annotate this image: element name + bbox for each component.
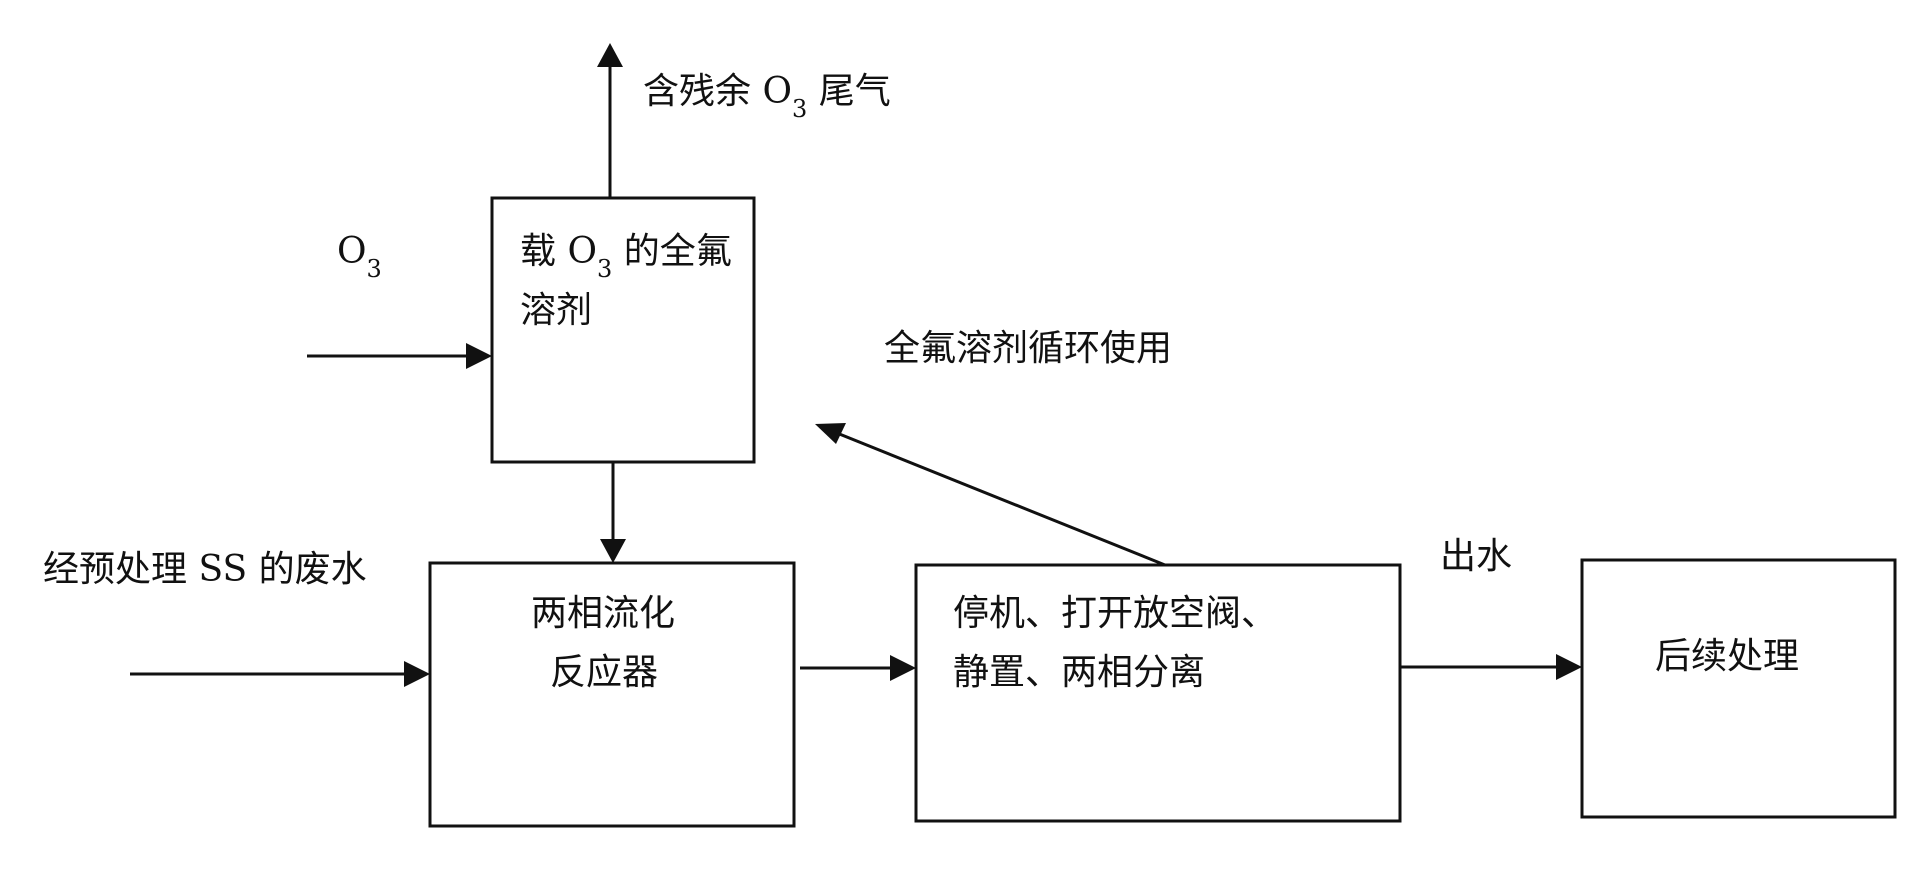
- ozone-solvent-box-line-2: 溶剂: [520, 290, 592, 331]
- ozone-input-label: O3: [337, 231, 382, 283]
- shutdown-separation-box: [914, 563, 1402, 823]
- separation-box-line-2: 静置、两相分离: [953, 652, 1205, 693]
- ozone-solvent-box-line-1: 载 O3 的全氟: [520, 231, 732, 283]
- reactor-box-line-2: 反应器: [550, 652, 658, 693]
- exhaust-output-arrowhead: [597, 43, 623, 67]
- post-treatment-box: [1580, 558, 1897, 819]
- solvent-recycle-arrow-line: [821, 425, 1166, 567]
- solvent-recycle-label: 全氟溶剂循环使用: [884, 328, 1172, 369]
- wastewater-input-arrowhead: [404, 661, 430, 687]
- wastewater-input-label: 经预处理 SS 的废水: [43, 549, 367, 590]
- exhaust-label: 含残余 O3 尾气: [643, 71, 891, 123]
- effluent-label: 出水: [1440, 536, 1512, 577]
- post-treatment-box-label: 后续处理: [1655, 636, 1799, 677]
- reactor-to-separation-arrowhead: [890, 655, 916, 681]
- separation-box-line-1: 停机、打开放空阀、: [953, 593, 1277, 634]
- effluent-arrowhead: [1556, 654, 1582, 680]
- ozone-input-arrowhead: [466, 343, 492, 369]
- reactor-box-line-1: 两相流化: [531, 593, 675, 634]
- solvent-to-reactor-arrowhead: [600, 539, 626, 563]
- two-phase-fluidized-reactor-box: [428, 561, 796, 828]
- ozone-solvent-box: [490, 196, 756, 464]
- solvent-recycle-arrowhead: [815, 423, 846, 444]
